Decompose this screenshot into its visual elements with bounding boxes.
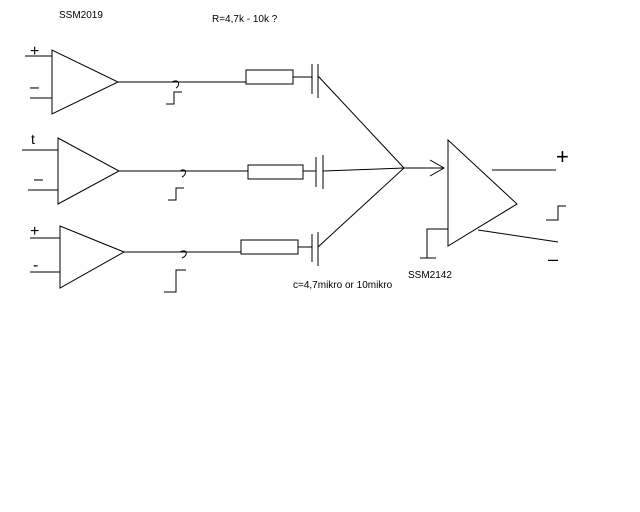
input-amp-1 [51, 49, 120, 115]
out-minus-sign: – [548, 249, 559, 269]
output-stage [420, 138, 566, 259]
out-minus-wire [477, 229, 559, 243]
ch1-plus-sign: + [30, 43, 40, 60]
output-amp-label: SSM2142 [408, 270, 452, 281]
sum-line-3 [317, 167, 405, 248]
ch3-minus-sign: - [33, 257, 39, 274]
ground-2 [168, 187, 184, 201]
ch3-plus-sign: + [30, 223, 40, 240]
sum-line-1 [317, 75, 405, 169]
resistor-label: R=4,7k - 10k ? [212, 14, 278, 25]
crossover-3 [179, 250, 187, 259]
input-amp-label: SSM2019 [59, 10, 103, 21]
output-amp [447, 138, 518, 247]
resistor-3 [240, 239, 299, 255]
resistor-2 [247, 164, 304, 180]
crossover-1 [171, 80, 180, 89]
channel-1 [25, 49, 319, 115]
output-amp-ground [426, 228, 448, 258]
input-amp-2 [57, 137, 121, 205]
out-plus-sign: + [556, 144, 569, 169]
ch2-minus-sign: – [34, 171, 43, 188]
ground-3 [164, 269, 186, 293]
crossover-2 [179, 169, 186, 178]
channel-2 [22, 137, 324, 205]
ground-out [546, 205, 566, 221]
input-amp-3 [59, 225, 126, 289]
capacitor-label: c=4,7mikro or 10mikro [293, 280, 393, 291]
ch1-minus-sign: – [30, 79, 39, 96]
resistor-1 [245, 69, 294, 85]
ground-1 [166, 91, 182, 105]
sum-line-2 [322, 167, 405, 172]
summing-network [317, 75, 446, 248]
ch2-plus-sign: t [31, 131, 35, 147]
junction-arrowhead [429, 159, 446, 177]
channel-3 [30, 225, 319, 293]
